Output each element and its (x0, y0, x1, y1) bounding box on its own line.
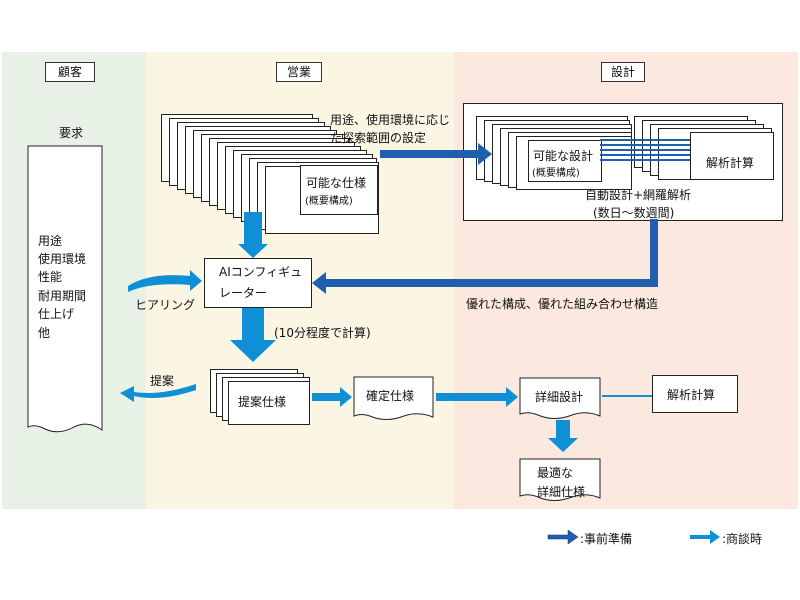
ai-configurator-line2: レーター (219, 286, 268, 300)
analysis-calc-label: 解析計算 (706, 156, 755, 170)
auto-design-line1: 自動設計+網羅解析 (585, 188, 692, 202)
request-title: 要求 (59, 126, 84, 140)
detailed-design-label: 詳細設計 (535, 390, 584, 404)
request-item-2: 性能 (38, 270, 63, 284)
lane-header-sales: 営業 (276, 62, 322, 82)
legend-prep-arrow (547, 529, 579, 545)
detailed-to-optimal-arrow (548, 420, 578, 452)
possible-design-sub: (概要構成) (532, 168, 580, 179)
configurator-to-proposal-arrow (230, 308, 276, 362)
range-setting-arrow (380, 143, 492, 165)
request-item-3: 耐用期間 (38, 289, 87, 303)
ai-configurator-box (204, 258, 312, 308)
request-item-4: 仕上げ (38, 307, 75, 321)
possible-design-label: 可能な設計 (533, 149, 594, 163)
request-item-5: 他 (38, 326, 51, 340)
better-structure-label: 優れた構成、優れた組み合わせ構造 (466, 297, 659, 311)
spec-to-configurator-arrow (238, 212, 268, 258)
legend-prep-label: :事前準備 (580, 532, 633, 546)
request-item-0: 用途 (38, 234, 63, 248)
range-setting-line1: 用途、使用環境に応じ (330, 113, 451, 127)
proposal-to-confirmed-arrow (312, 387, 352, 407)
proposal-arrow (120, 384, 196, 402)
optimal-line1: 最適な (537, 466, 574, 480)
analysis-calc-box (652, 375, 738, 413)
legend-meeting-label: :商談時 (722, 532, 763, 546)
better-structure-arrow (312, 219, 658, 294)
hearing-label: ヒアリング (135, 298, 196, 312)
lane-header-design: 設計 (601, 62, 645, 82)
lane-header-customer: 顧客 (45, 62, 95, 82)
auto-design-line2: (数日〜数週間) (593, 206, 675, 220)
possible-spec-label: 可能な仕様 (306, 176, 367, 190)
range-setting-line2: た探索範囲の設定 (330, 131, 427, 145)
possible-spec-sub: (概要構成) (305, 196, 353, 207)
calc-time-label: (10分程度で計算) (274, 326, 371, 340)
confirmed-to-detailed-arrow (436, 387, 518, 407)
proposal-label: 提案 (150, 374, 175, 388)
proposal-spec-label: 提案仕様 (238, 395, 287, 409)
hearing-arrow (128, 270, 202, 292)
analysis-calc2-label: 解析計算 (667, 388, 716, 402)
optimal-line2: 詳細仕様 (537, 485, 586, 499)
legend-meeting-arrow (690, 530, 720, 544)
confirmed-spec-label: 確定仕様 (366, 389, 415, 403)
request-item-1: 使用環境 (38, 252, 87, 266)
ai-configurator-line1: AIコンフィギュ (219, 265, 303, 279)
